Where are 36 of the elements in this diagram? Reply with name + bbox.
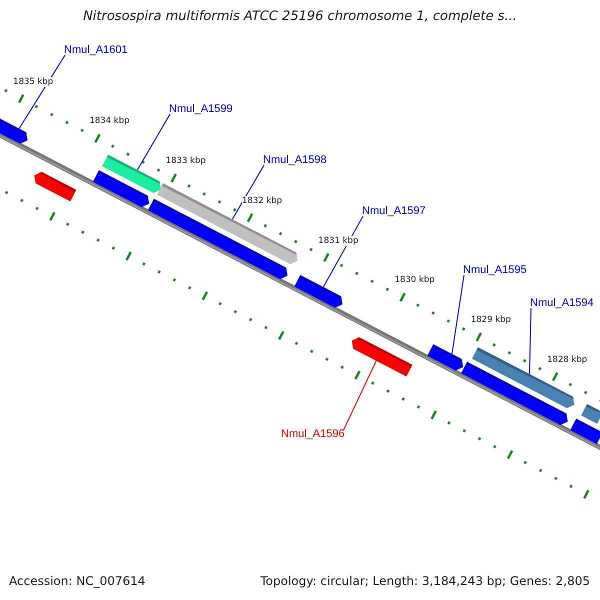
scale-label: 1834 kbp <box>89 116 130 127</box>
gene-block <box>0 118 28 144</box>
scale-label: 1828 kbp <box>547 354 588 365</box>
scale-label: 1831 kbp <box>318 236 358 246</box>
leader-line <box>232 164 264 220</box>
leader-line <box>322 216 364 288</box>
scale-label: 1830 kbp <box>394 275 435 286</box>
gene-label: Nmul_A1599 <box>169 103 233 116</box>
gene-block <box>570 418 600 444</box>
title: Nitrosospira multiformis ATCC 25196 chromosome 1, complete s... <box>82 9 518 25</box>
gene-label: Nmul_A1597 <box>362 205 426 218</box>
gene-label: Nmul_A1594 <box>530 297 594 310</box>
accession-text: Accession: NC_007614 <box>9 574 146 588</box>
leader-line <box>343 360 377 430</box>
gene-block <box>92 170 150 208</box>
leader-line <box>136 114 170 170</box>
gene-block <box>148 198 288 280</box>
gene-label: Nmul_A1596 <box>281 428 345 442</box>
leader-line <box>451 274 464 354</box>
leader-line <box>18 54 66 130</box>
gene-block <box>34 172 76 202</box>
gene-block <box>352 337 412 376</box>
scale-label: 1832 kbp <box>242 196 282 206</box>
gene-label: Nmul_A1598 <box>263 154 327 168</box>
gene-label: Nmul_A1595 <box>463 264 527 278</box>
gene-block <box>427 344 464 370</box>
scale-label: 1835 kbp <box>13 76 54 87</box>
gene-block <box>157 183 298 264</box>
gene-block <box>102 154 161 193</box>
scale-label: 1833 kbp <box>166 156 206 166</box>
scale-label: 1829 kbp <box>470 314 511 326</box>
gene-block <box>461 362 568 425</box>
gene-block <box>581 404 600 424</box>
gene-block <box>294 275 342 308</box>
gene-label: Nmul_A1601 <box>64 44 128 58</box>
summary-text: Topology: circular; Length: 3,184,243 bp; Genes: 2,805 <box>260 574 590 588</box>
